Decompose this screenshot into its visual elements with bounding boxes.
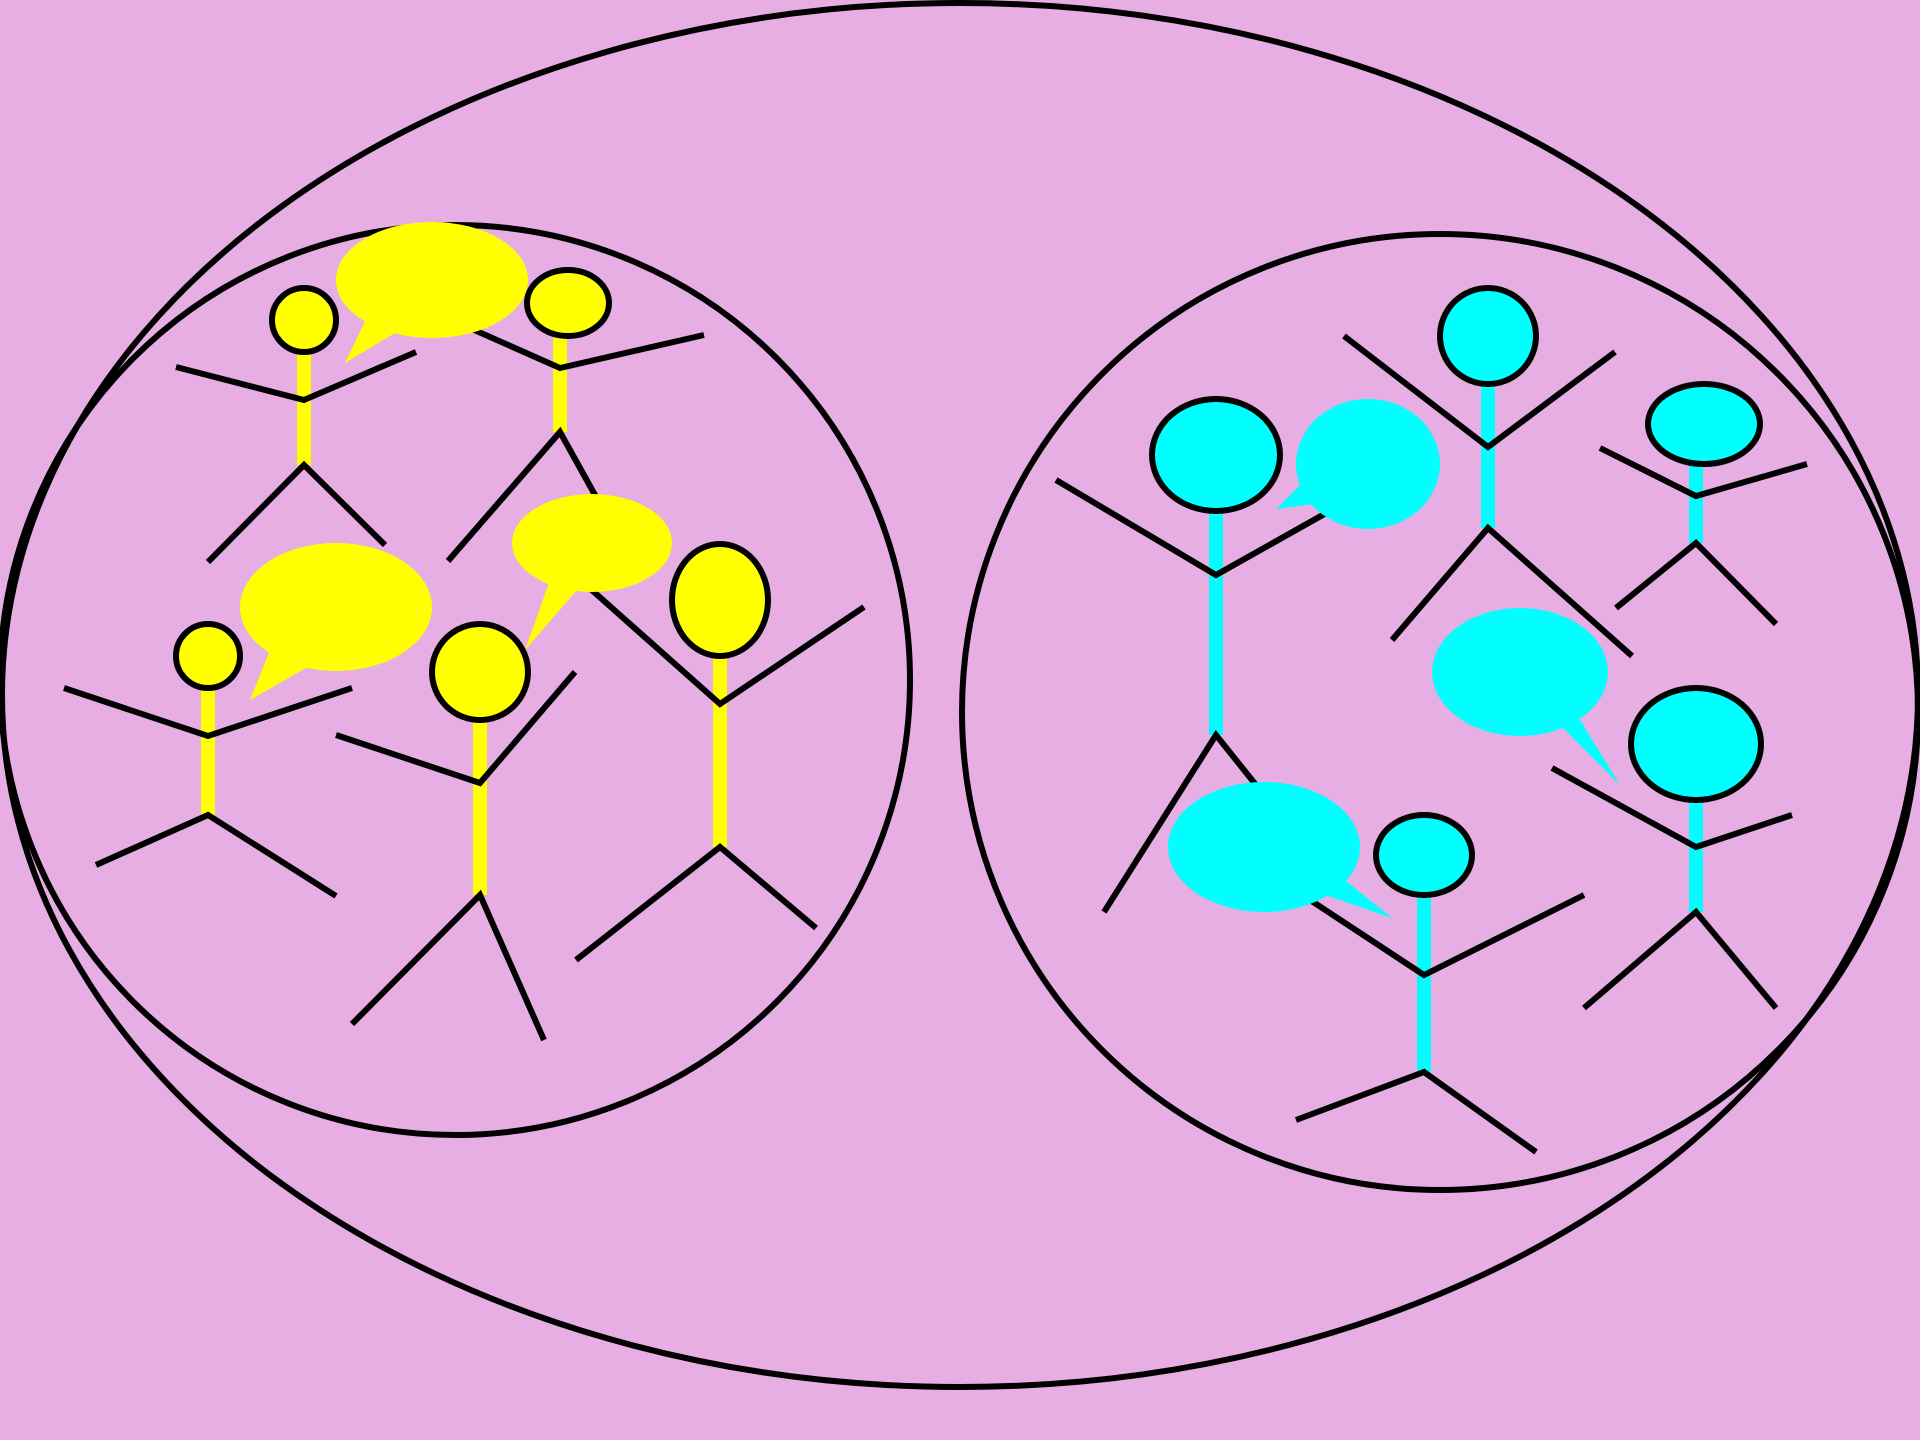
- speech-bubble: [240, 543, 432, 700]
- speech-bubble: [1432, 608, 1620, 785]
- speech-bubble: [1168, 782, 1392, 918]
- right-group: [1056, 288, 1807, 1152]
- stick-figure: [336, 624, 575, 1040]
- speech-bubble: [512, 494, 672, 650]
- stick-figure: [576, 544, 864, 960]
- left-group: [64, 222, 864, 1040]
- stick-figure: [1600, 384, 1807, 624]
- speech-bubble: [1276, 399, 1440, 529]
- right-group-enclosure: [962, 234, 1918, 1190]
